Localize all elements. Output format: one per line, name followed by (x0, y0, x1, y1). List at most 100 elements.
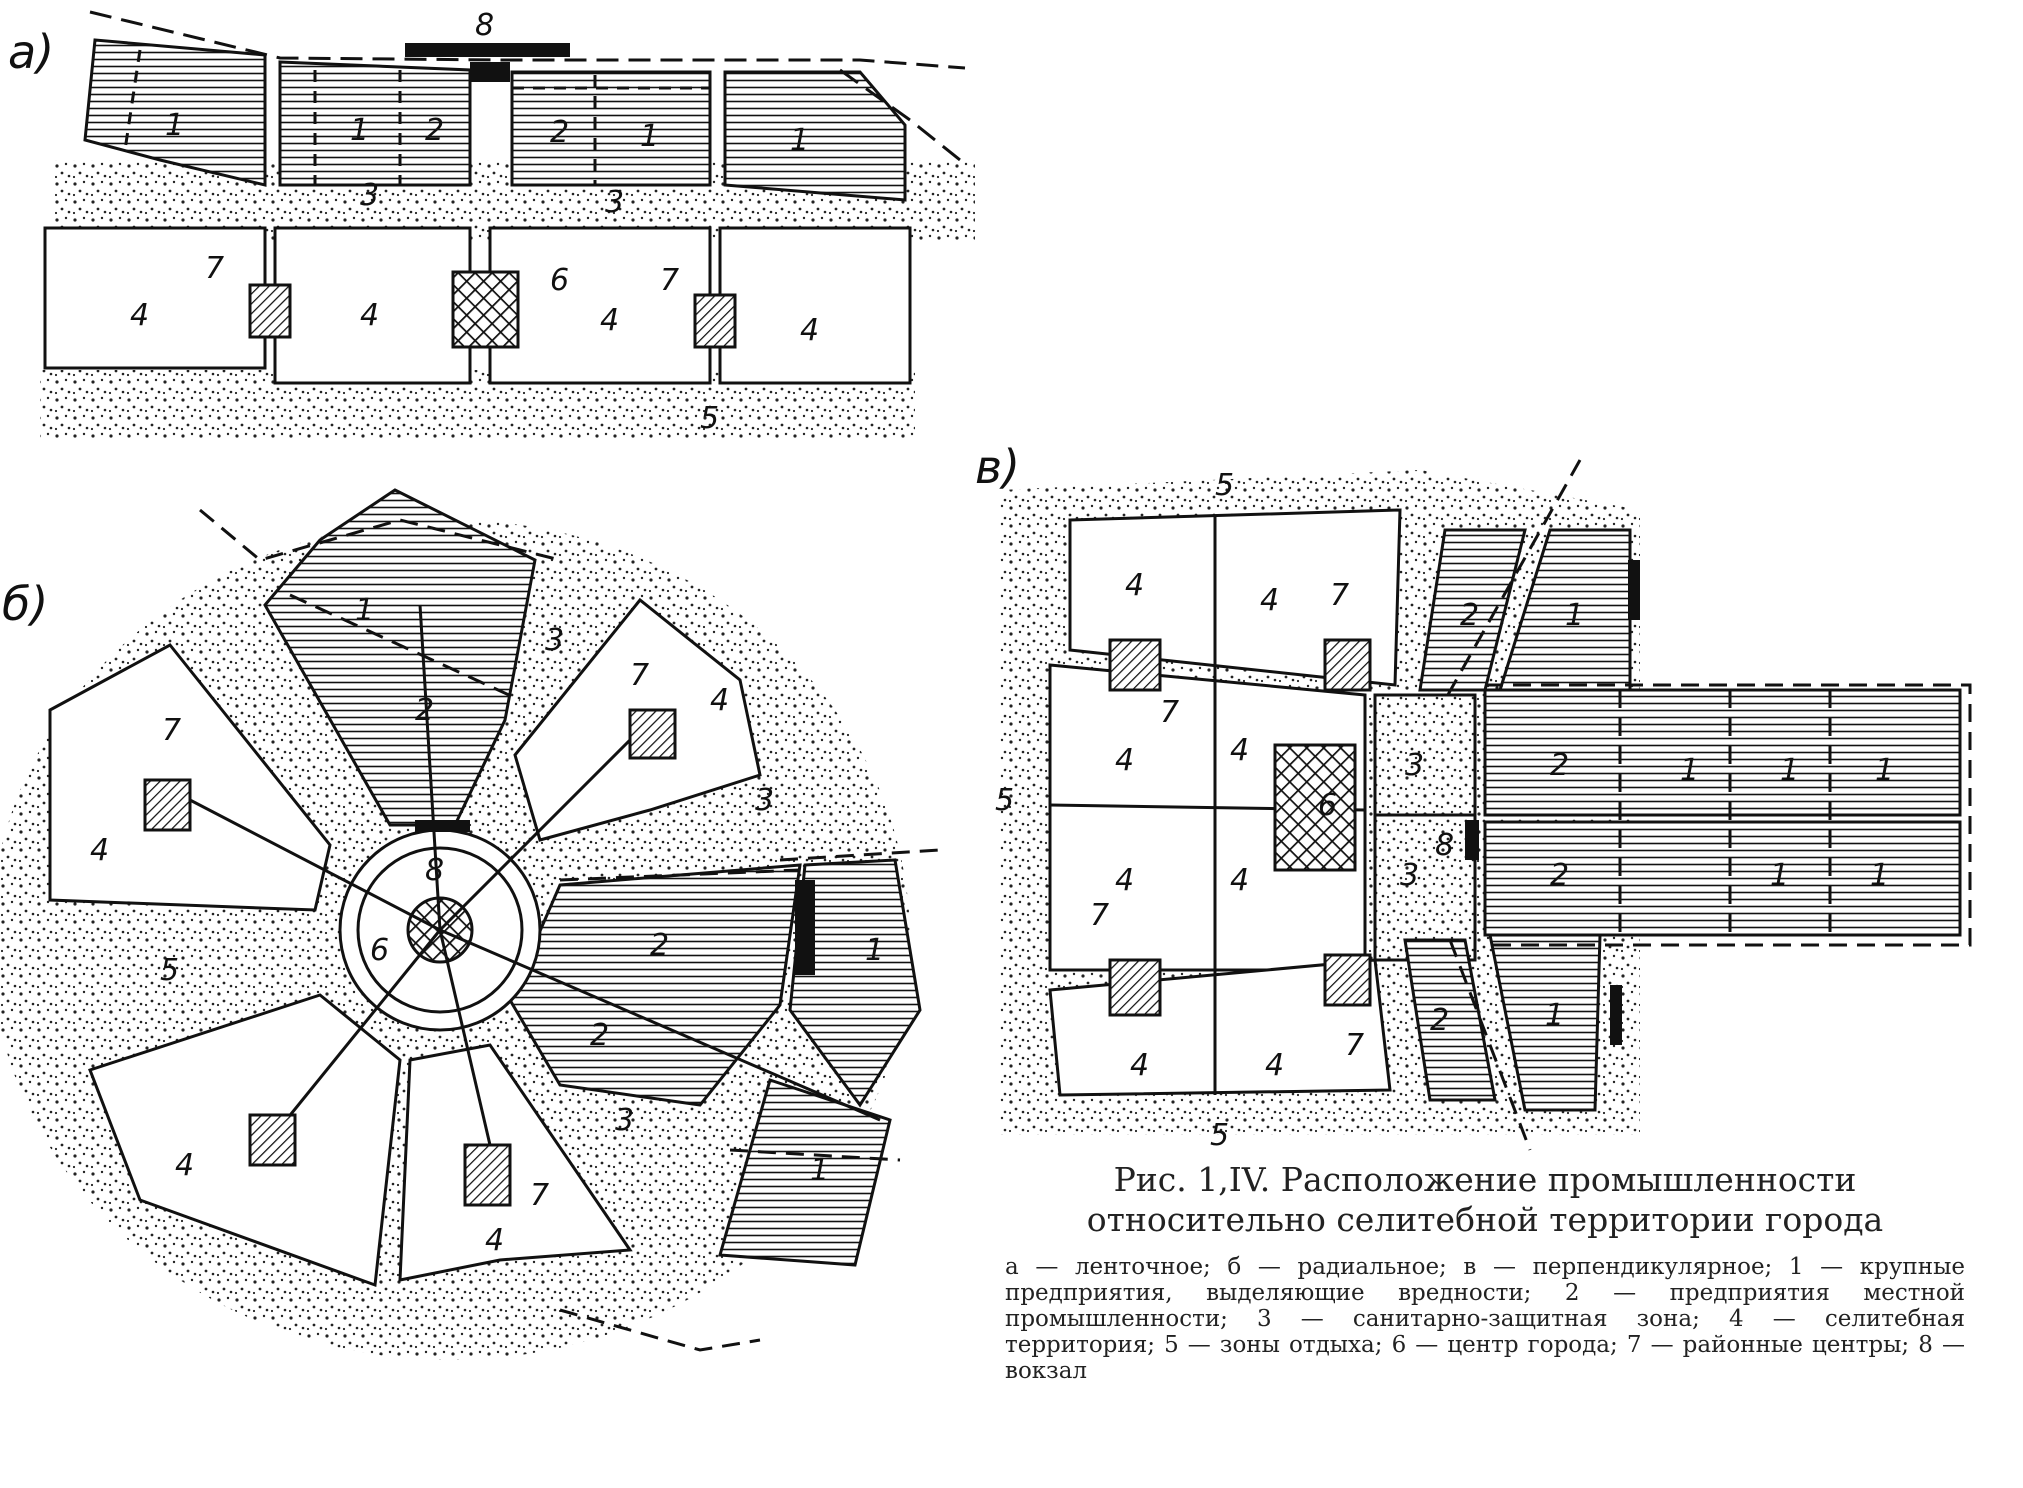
panel-v-industry-block (1483, 820, 1962, 937)
zone-number-label: 7 (162, 713, 181, 748)
zone-number-label: 6 (370, 933, 389, 968)
zone-number-label: 4 (175, 1148, 194, 1183)
zone-number-label: 7 (1160, 695, 1179, 730)
zone-number-label: 2 (1430, 1003, 1449, 1038)
panel-a-diagram: а) (8, 8, 975, 440)
zone-number-label: 2 (425, 113, 444, 148)
panel-a-industry-block (278, 60, 472, 187)
zone-number-label: 8 (1435, 828, 1454, 863)
zone-number-label: 2 (1460, 598, 1479, 633)
caption-title: Рис. 1,IV. Расположение промышленности о… (1086, 1160, 1884, 1239)
panel-v-industry-block (1497, 528, 1632, 692)
zone-number-label: 1 (1780, 753, 1799, 788)
panel-b-diagram: б) (0, 488, 941, 1360)
zone-number-label: 4 (1115, 863, 1134, 898)
zone-number-label: 2 (1550, 748, 1569, 783)
zone-number-label: 1 (1565, 598, 1584, 633)
panel-v-diagram: в) (975, 440, 1972, 1153)
panel-v-district-centre (1108, 638, 1162, 692)
zone-number-label: 5 (160, 953, 179, 988)
zone-number-label: 4 (1265, 1048, 1284, 1083)
zone-number-label: 1 (1870, 858, 1889, 893)
zone-number-label: 1 (1770, 858, 1789, 893)
zone-number-label: 2 (590, 1018, 609, 1053)
zone-number-label: 1 (865, 933, 884, 968)
zone-number-label: 3 (755, 783, 774, 818)
panel-v-sanitary-zone (1373, 693, 1477, 962)
zone-number-label: 3 (545, 623, 564, 658)
panel-b-residential-sector (398, 1043, 633, 1282)
zone-number-label: 1 (790, 123, 809, 158)
zone-number-label: 4 (1115, 743, 1134, 778)
zone-number-label: 2 (550, 115, 569, 150)
zone-number-label: 3 (1405, 748, 1424, 783)
zone-number-label: 4 (360, 298, 379, 333)
panel-b-residential-sector (88, 993, 402, 1288)
zone-number-label: 7 (1345, 1028, 1364, 1063)
zone-number-label: 1 (350, 113, 369, 148)
panel-a-industry-block (510, 70, 712, 187)
zone-number-label: 1 (1545, 998, 1564, 1033)
panel-b-district-centre (248, 1113, 297, 1167)
zone-number-label: 7 (660, 263, 679, 298)
zone-number-label: 5 (1210, 1118, 1229, 1153)
zone-number-label: 4 (90, 833, 109, 868)
panel-a-district-centre (693, 293, 737, 349)
panel-v-district-centre (1323, 638, 1372, 692)
zone-number-label: 7 (630, 658, 649, 693)
panel-v-district-centre (1108, 958, 1162, 1017)
zone-number-label: 4 (1230, 863, 1249, 898)
zone-number-label: 3 (605, 185, 624, 220)
panel-b-district-centre (628, 708, 677, 760)
panel-a-district-centre (248, 283, 292, 339)
zone-number-label: 1 (165, 108, 184, 143)
panel-b-industry-sector (788, 858, 922, 1108)
zone-number-label: 5 (1215, 468, 1234, 503)
panel-a-residential-blocks (43, 226, 912, 385)
zone-number-label: 4 (600, 303, 619, 338)
zone-number-label: 4 (800, 313, 819, 348)
panel-v-industry-block (1483, 688, 1962, 817)
zone-number-label: 8 (475, 8, 494, 43)
zone-number-label: 1 (810, 1153, 829, 1188)
panel-a-label: а) (8, 25, 54, 79)
caption-legend: а — ленточное; б — радиальное; в — перпе… (1005, 1254, 1965, 1384)
panel-v-industry-block (1403, 938, 1497, 1102)
zone-number-label: 7 (530, 1178, 549, 1213)
zone-number-label: 7 (1330, 578, 1349, 613)
panel-b-residential-sector (48, 643, 332, 912)
zone-number-label: 1 (1875, 753, 1894, 788)
zone-number-label: 1 (355, 593, 374, 628)
zone-number-label: 6 (550, 263, 569, 298)
zone-number-label: 2 (650, 928, 669, 963)
zone-number-label: 6 (1318, 788, 1337, 823)
panel-b-district-centre (463, 1143, 512, 1207)
panel-v-district-centre (1323, 953, 1372, 1007)
zone-number-label: 7 (1090, 898, 1109, 933)
panel-v-city-centre (1273, 743, 1357, 872)
zone-number-label: 4 (1230, 733, 1249, 768)
zone-number-label: 3 (360, 178, 379, 213)
zone-number-label: 4 (1125, 568, 1144, 603)
panel-a-industry-block (723, 70, 907, 202)
zone-number-label: 7 (205, 251, 224, 286)
zone-number-label: 3 (1400, 858, 1419, 893)
panel-a-city-centre (451, 270, 520, 349)
panel-b-label: б) (2, 577, 48, 631)
zone-number-label: 4 (1130, 1048, 1149, 1083)
panel-v-industry-block (1418, 528, 1527, 692)
zone-number-label: 2 (1550, 858, 1569, 893)
zone-number-label: 4 (1260, 583, 1279, 618)
figure-caption: Рис. 1,IV. Расположение промышленности о… (1005, 1160, 1965, 1384)
zone-number-label: 1 (640, 119, 659, 154)
zone-number-label: 1 (1680, 753, 1699, 788)
panel-v-label: в) (975, 440, 1020, 494)
zone-number-label: 5 (700, 401, 719, 436)
zone-number-label: 2 (415, 693, 434, 728)
panel-b-district-centre (143, 778, 192, 832)
zone-number-label: 4 (710, 683, 729, 718)
panel-b-industry-sector (263, 488, 537, 827)
zone-number-label: 5 (995, 783, 1014, 818)
panel-a-industry-block (83, 38, 267, 187)
